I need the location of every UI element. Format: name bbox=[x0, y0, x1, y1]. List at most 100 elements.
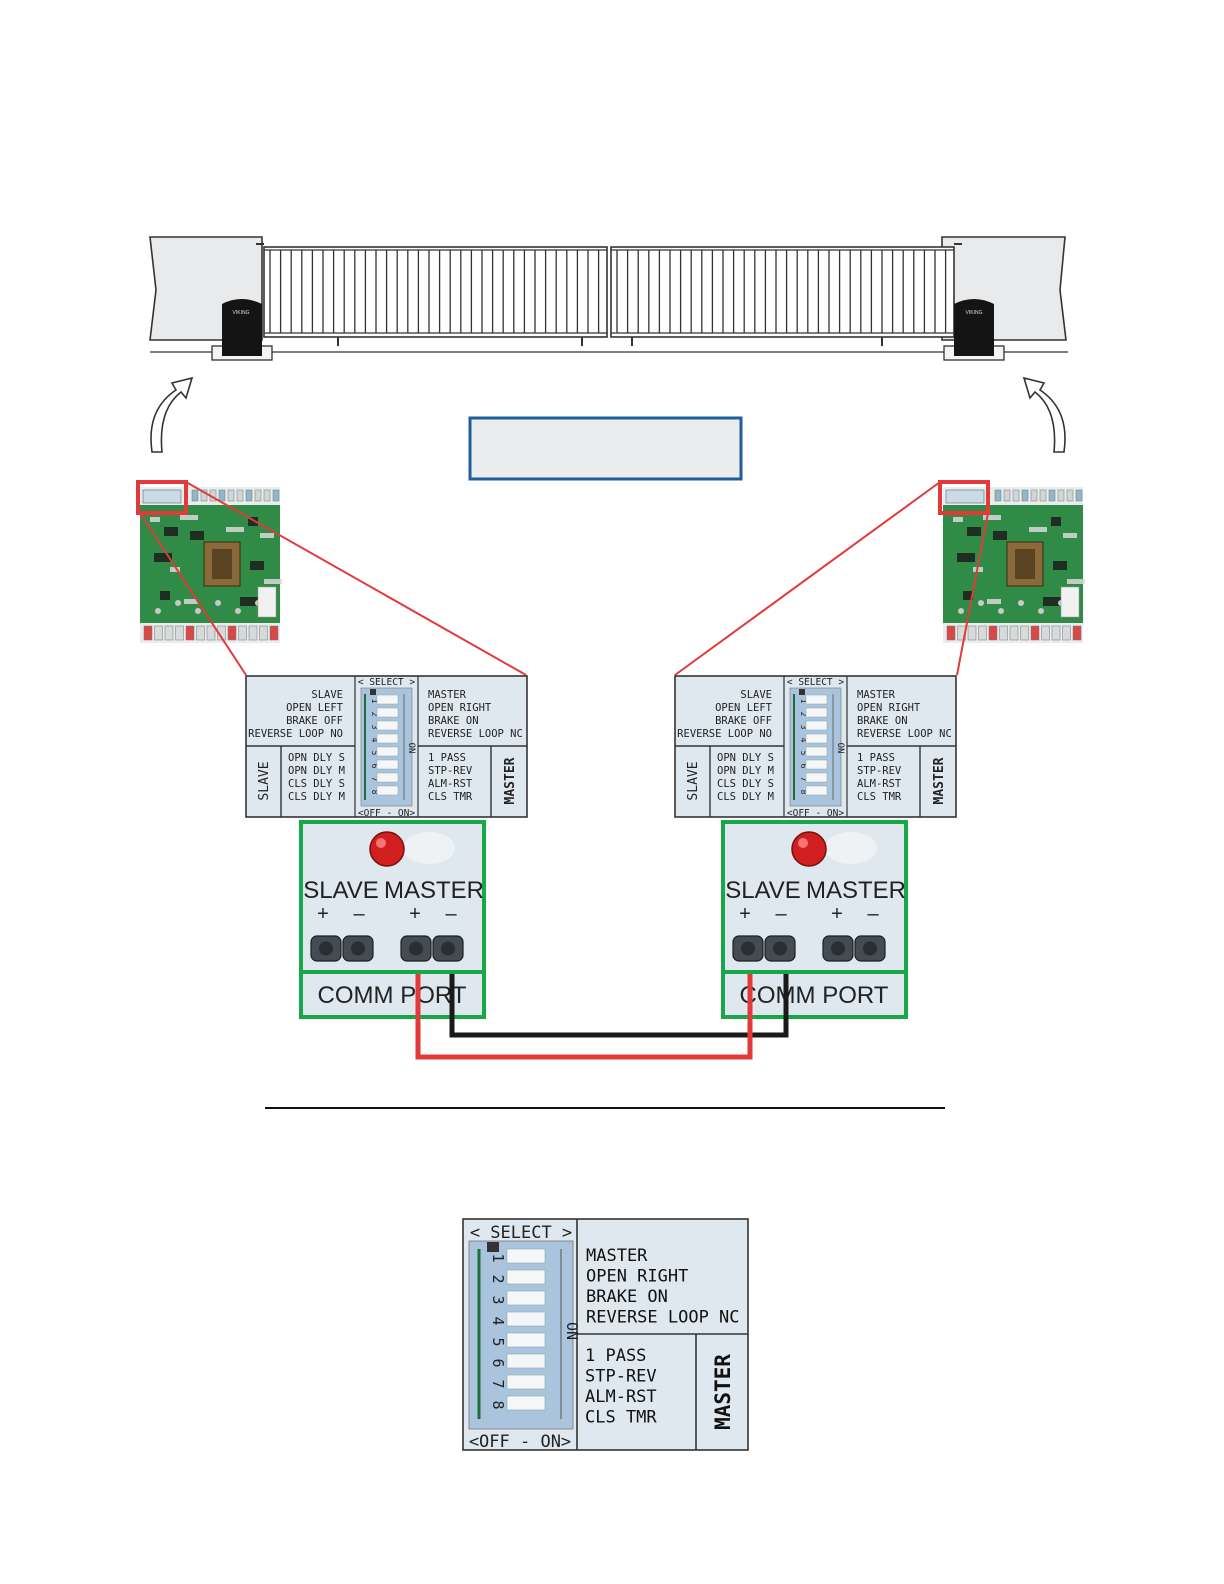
switch-number: 8 bbox=[370, 790, 379, 795]
slave-function-label: OPN DLY S bbox=[288, 752, 345, 764]
slave-function-label: CLS DLY S bbox=[717, 778, 774, 790]
master-function-label: STP-REV bbox=[857, 765, 902, 777]
callout-box bbox=[468, 416, 743, 481]
dip-switch-toggle[interactable] bbox=[805, 694, 828, 705]
off-on-footer: <OFF - ON> bbox=[358, 808, 415, 819]
pcb-dip-switch bbox=[142, 489, 182, 504]
switch-number: 5 bbox=[370, 751, 379, 756]
off-on-footer: <OFF - ON> bbox=[787, 808, 844, 819]
switch-number: 4 bbox=[370, 738, 379, 743]
comm-port-label: COMM PORT bbox=[740, 982, 889, 1009]
zoom-master-option-label: MASTER bbox=[586, 1246, 648, 1266]
zoom-switch-number: 2 bbox=[489, 1274, 507, 1283]
zoom-master-function-label: 1 PASS bbox=[585, 1346, 646, 1366]
master-function-label: CLS TMR bbox=[428, 791, 473, 803]
zoom-dip-switch-toggle[interactable] bbox=[506, 1269, 546, 1285]
led-glow bbox=[825, 832, 877, 864]
slave-option-label: REVERSE LOOP NO bbox=[677, 728, 772, 740]
comm-master-label: MASTER bbox=[806, 877, 906, 904]
switch-number: 7 bbox=[370, 777, 379, 782]
slave-option-label: REVERSE LOOP NO bbox=[248, 728, 343, 740]
terminal-polarity-plus: + bbox=[831, 903, 843, 925]
dip-switch-toggle[interactable] bbox=[805, 707, 828, 718]
slave-option-label: OPEN LEFT bbox=[286, 702, 344, 714]
switch-number: 4 bbox=[799, 738, 808, 743]
zoom-dip-switch-toggle[interactable] bbox=[506, 1353, 546, 1369]
dip-switch-toggle[interactable] bbox=[805, 772, 828, 783]
switch-number: 7 bbox=[799, 777, 808, 782]
switch-number: 3 bbox=[370, 725, 379, 730]
zoom-master-function-label: CLS TMR bbox=[585, 1408, 657, 1428]
zoom-master-option-label: REVERSE LOOP NC bbox=[586, 1308, 740, 1328]
dip-switch-toggle[interactable] bbox=[805, 746, 828, 757]
master-function-label: ALM-RST bbox=[857, 778, 902, 790]
master-option-label: OPEN RIGHT bbox=[428, 702, 492, 714]
switch-number: 3 bbox=[799, 725, 808, 730]
dip-switch-toggle[interactable] bbox=[376, 772, 399, 783]
dip-switch-toggle[interactable] bbox=[376, 733, 399, 744]
switch-number: 8 bbox=[799, 790, 808, 795]
zoom-dip-switch-toggle[interactable] bbox=[506, 1395, 546, 1411]
zoom-dip-switch-toggle[interactable] bbox=[506, 1290, 546, 1306]
zoom-off-on-footer: <OFF - ON> bbox=[469, 1432, 571, 1452]
master-option-label: REVERSE LOOP NC bbox=[857, 728, 952, 740]
dip-switch-toggle[interactable] bbox=[805, 759, 828, 770]
dip-switch-toggle[interactable] bbox=[805, 733, 828, 744]
zoom-switch-number: 1 bbox=[489, 1253, 507, 1262]
gate-scene: VIKING VIKING bbox=[149, 236, 1068, 361]
dip-switch-toggle[interactable] bbox=[376, 720, 399, 731]
status-led bbox=[791, 831, 827, 867]
dip-switch-toggle[interactable] bbox=[376, 759, 399, 770]
slave-option-label: BRAKE OFF bbox=[715, 715, 772, 727]
dip-switch-toggle[interactable] bbox=[376, 707, 399, 718]
right-zoom-highlight bbox=[674, 480, 990, 676]
terminal-polarity-minus: – bbox=[445, 903, 457, 925]
terminal-polarity-minus: – bbox=[775, 903, 787, 925]
zoom-master-option-label: BRAKE ON bbox=[586, 1287, 668, 1307]
master-function-label: 1 PASS bbox=[428, 752, 466, 764]
master-function-label: CLS TMR bbox=[857, 791, 902, 803]
right-control-board bbox=[943, 487, 1085, 643]
zoom-switch-number: 6 bbox=[489, 1358, 507, 1367]
slave-function-label: CLS DLY M bbox=[717, 791, 774, 803]
master-function-label: ALM-RST bbox=[428, 778, 473, 790]
master-option-label: MASTER bbox=[428, 689, 467, 701]
dip-switch-toggle[interactable] bbox=[805, 785, 828, 796]
zoom-dip-switch-toggle[interactable] bbox=[506, 1332, 546, 1348]
slave-function-label: OPN DLY M bbox=[717, 765, 774, 777]
master-option-label: OPEN RIGHT bbox=[857, 702, 921, 714]
slave-function-label: CLS DLY M bbox=[288, 791, 345, 803]
dip-switch-toggle[interactable] bbox=[376, 746, 399, 757]
left-gate-leaf bbox=[263, 246, 608, 346]
switch-number: 6 bbox=[370, 764, 379, 769]
dip-switch-toggle[interactable] bbox=[805, 720, 828, 731]
right-gate-leaf bbox=[610, 246, 955, 346]
dip-switch-toggle[interactable] bbox=[376, 694, 399, 705]
zoom-switch-number: 4 bbox=[489, 1316, 507, 1325]
master-function-label: STP-REV bbox=[428, 765, 473, 777]
terminal-polarity-minus: – bbox=[353, 903, 365, 925]
left-dip-switch-highlight bbox=[136, 480, 188, 515]
zoom-dip-switch-toggle[interactable] bbox=[506, 1311, 546, 1327]
dip-switch-toggle[interactable] bbox=[376, 785, 399, 796]
zoom-master-function-label: STP-REV bbox=[585, 1367, 657, 1387]
zoom-dip-switch-toggle[interactable] bbox=[506, 1248, 546, 1264]
right-curved-arrow bbox=[1022, 376, 1066, 453]
left-motor-badge: VIKING bbox=[233, 310, 250, 316]
slave-function-label: OPN DLY M bbox=[288, 765, 345, 777]
black-wire bbox=[449, 974, 789, 1038]
right-dip-switch-highlight bbox=[938, 480, 990, 515]
status-led bbox=[369, 831, 405, 867]
zoom-switch-number: 3 bbox=[489, 1295, 507, 1304]
slave-option-label: BRAKE OFF bbox=[286, 715, 343, 727]
slave-option-label: SLAVE bbox=[740, 689, 772, 701]
comm-slave-label: SLAVE bbox=[725, 877, 801, 904]
zoom-dip-switch-toggle[interactable] bbox=[506, 1374, 546, 1390]
comm-slave-label: SLAVE bbox=[303, 877, 379, 904]
zoom-on-label: ON bbox=[563, 1322, 581, 1340]
